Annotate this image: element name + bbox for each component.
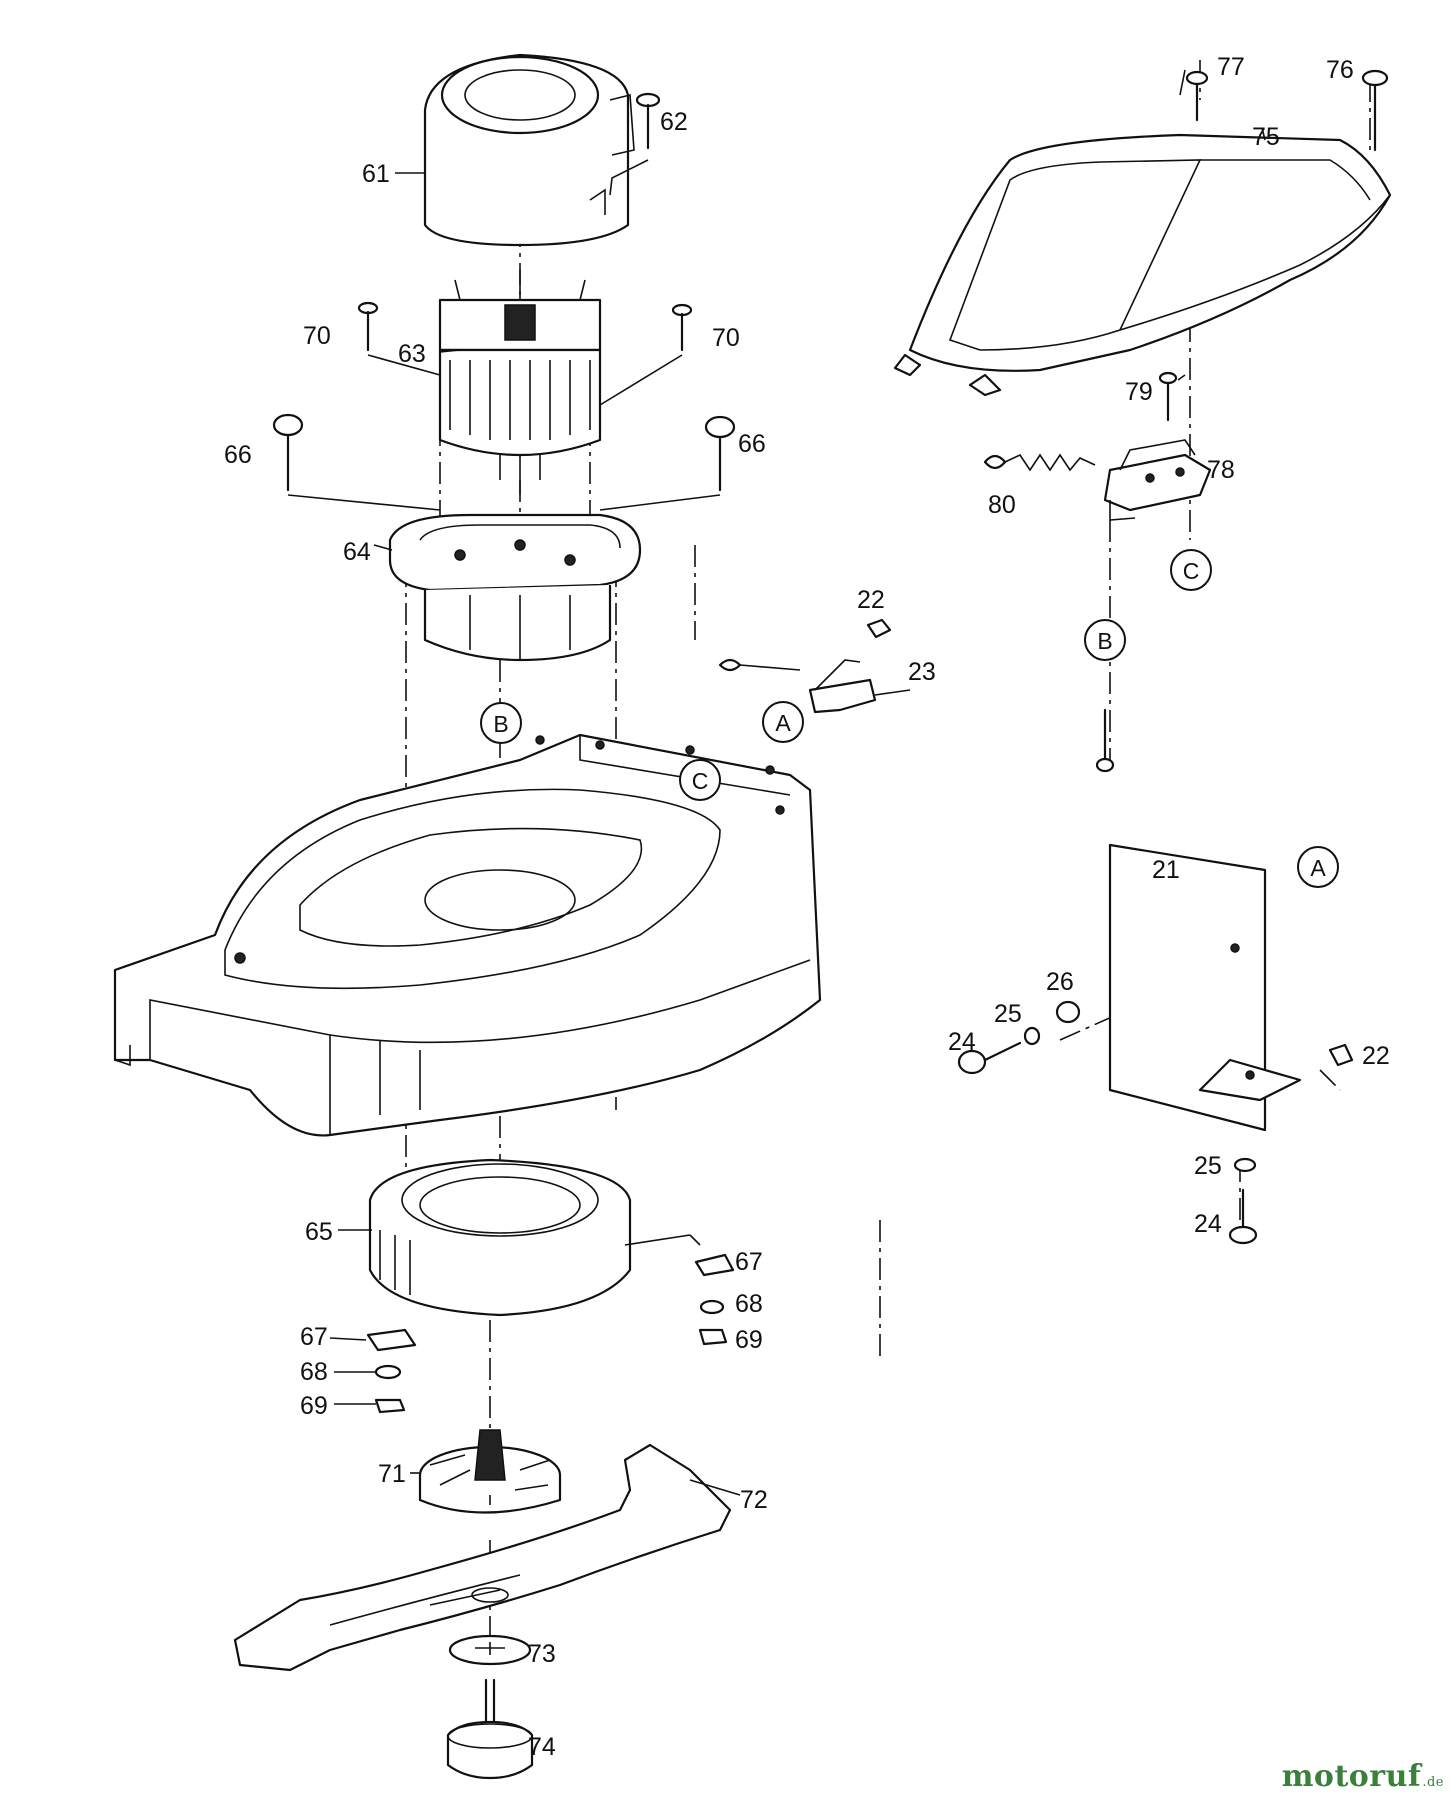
label-75: 75 [1252, 123, 1280, 151]
screw-62 [609, 92, 661, 196]
label-67-left: 67 [300, 1323, 328, 1351]
bolt-66-left [272, 413, 441, 511]
label-23: 23 [908, 658, 936, 686]
label-63: 63 [398, 340, 426, 368]
ref-marker-B-deck: B [480, 702, 522, 744]
spring-80 [983, 453, 1096, 472]
bracket-23 [718, 658, 911, 714]
fastener-stack-right [624, 1234, 735, 1346]
svg-text:C: C [692, 768, 709, 794]
callout-labels: 61 62 63 64 65 66 66 67 67 68 68 69 69 7… [224, 53, 1390, 1761]
watermark-tld: .de [1422, 1775, 1444, 1790]
label-70-right: 70 [712, 324, 740, 352]
label-24-bottom: 24 [1194, 1210, 1222, 1238]
mower-deck-housing [113, 733, 822, 1137]
leader-lines [329, 69, 1266, 1474]
label-68-right: 68 [735, 1290, 763, 1318]
label-69-right: 69 [735, 1326, 763, 1354]
screw-70-left [357, 301, 441, 376]
label-70-left: 70 [303, 322, 331, 350]
label-71: 71 [378, 1460, 406, 1488]
watermark-brand: motoruf [1281, 1759, 1422, 1794]
hinge-bracket-78 [1103, 439, 1212, 521]
ref-marker-B-catcher: B [1084, 619, 1126, 661]
svg-text:C: C [1183, 558, 1200, 584]
fasteners-plate-bottom [1228, 1157, 1258, 1245]
label-78: 78 [1207, 456, 1235, 484]
cover-plate-21 [1108, 843, 1302, 1132]
reference-markers: B A C B C A [480, 549, 1339, 888]
fasteners-plate-left [957, 1000, 1081, 1075]
label-25-left: 25 [994, 1000, 1022, 1028]
fan-impeller-71 [418, 1429, 562, 1514]
fan-housing-65 [368, 1158, 632, 1317]
svg-text:B: B [493, 711, 508, 737]
fastener-stack-left [366, 1328, 417, 1414]
bolt-66-right [599, 415, 736, 511]
motoruf-watermark: motoruf.de [1282, 1759, 1444, 1794]
label-66-left: 66 [224, 441, 252, 469]
screw-77 [1185, 70, 1209, 122]
mower-blade-72 [233, 1443, 741, 1672]
label-72: 72 [740, 1486, 768, 1514]
motor-cover-61 [423, 53, 635, 247]
label-22-right: 22 [1362, 1042, 1390, 1070]
blade-washer-73 [448, 1634, 532, 1666]
label-26: 26 [1046, 968, 1074, 996]
svg-text:B: B [1097, 628, 1112, 654]
label-66-right: 66 [738, 430, 766, 458]
screw-70-right [599, 303, 693, 406]
bolt-bottom-B [1095, 708, 1115, 773]
label-79: 79 [1125, 378, 1153, 406]
nut-22-right [1328, 1043, 1354, 1067]
screw-79 [1158, 371, 1178, 422]
ref-marker-C-deck: C [679, 759, 721, 801]
label-24-left: 24 [948, 1028, 976, 1056]
nut-22-top [866, 618, 892, 639]
label-21: 21 [1152, 856, 1180, 884]
label-68-left: 68 [300, 1358, 328, 1386]
motor-mount-64 [388, 513, 642, 662]
label-61: 61 [362, 160, 390, 188]
label-25-bottom: 25 [1194, 1152, 1222, 1180]
label-73: 73 [528, 1640, 556, 1668]
label-62: 62 [660, 108, 688, 136]
screw-76 [1361, 69, 1389, 152]
svg-text:A: A [1310, 855, 1326, 881]
ref-marker-A-plate: A [1297, 846, 1339, 888]
label-65: 65 [305, 1218, 333, 1246]
ref-marker-C-catcher: C [1170, 549, 1212, 591]
label-77: 77 [1217, 53, 1245, 81]
label-67-right: 67 [735, 1248, 763, 1276]
ref-marker-A-deck: A [762, 701, 804, 743]
label-69-left: 69 [300, 1392, 328, 1420]
catcher-cover-75 [893, 133, 1392, 397]
svg-text:A: A [775, 710, 791, 736]
label-64: 64 [343, 538, 371, 566]
electric-motor-63 [438, 270, 602, 495]
label-22-top: 22 [857, 586, 885, 614]
label-74: 74 [528, 1733, 556, 1761]
label-80: 80 [988, 491, 1016, 519]
blade-bolt-74 [446, 1678, 534, 1780]
label-76: 76 [1326, 56, 1354, 84]
